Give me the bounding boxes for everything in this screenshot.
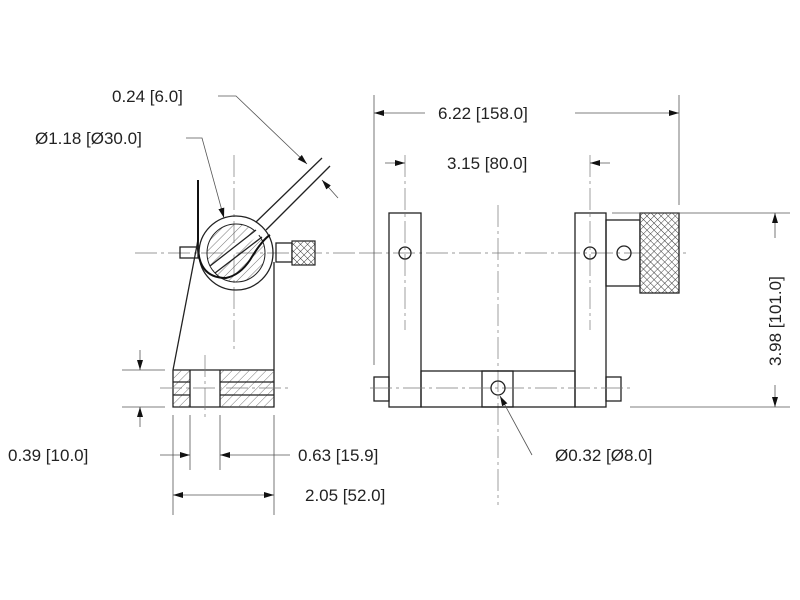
left-pin (179, 246, 199, 259)
left-pin (373, 376, 390, 402)
center-block (481, 370, 514, 408)
dim-overall-height: 3.98 [101.0] (766, 276, 785, 366)
dim-rod-width: 0.24 [6.0] (112, 87, 183, 106)
mount-hole (490, 380, 506, 396)
dim-base-offset: 0.63 [15.9] (298, 446, 378, 465)
dim-overall-width: 6.22 [158.0] (438, 104, 528, 123)
rod (255, 157, 323, 223)
dim-drum-diameter: Ø1.18 [Ø30.0] (35, 129, 142, 148)
right-pin (605, 376, 622, 402)
front-view (360, 95, 790, 505)
right-upright (574, 212, 607, 408)
dim-base-slot-height: 0.39 [10.0] (8, 446, 88, 465)
left-upright (388, 212, 422, 408)
side-view (122, 95, 360, 515)
dim-base-depth: 2.05 [52.0] (305, 486, 385, 505)
wire-path (196, 180, 271, 280)
knob-neck (275, 242, 293, 263)
knurled-knob (639, 212, 680, 294)
base-section-hatch (173, 370, 190, 407)
dim-hole-spacing: 3.15 [80.0] (447, 154, 527, 173)
knurled-knob (291, 240, 316, 266)
dim-mount-hole-diameter: Ø0.32 [Ø8.0] (555, 446, 652, 465)
